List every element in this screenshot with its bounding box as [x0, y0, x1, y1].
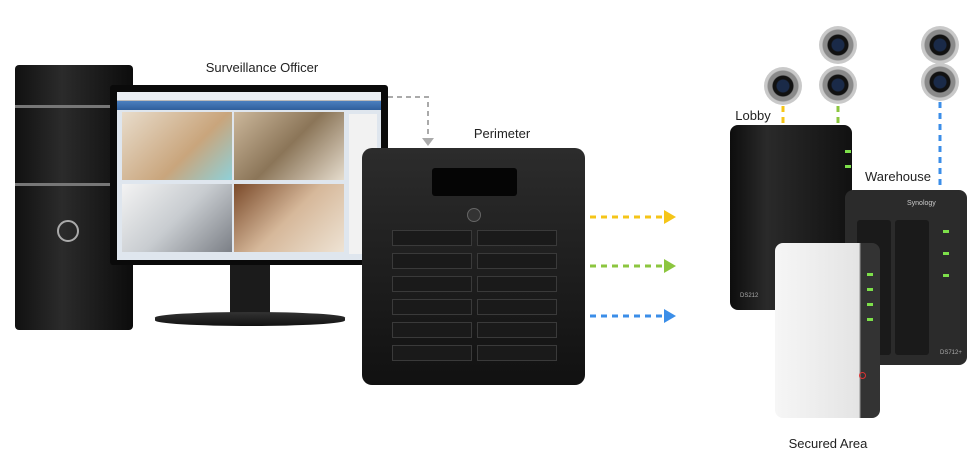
arrow-right-icon — [664, 210, 676, 224]
power-button-icon — [57, 220, 79, 242]
secured-area-nas — [775, 243, 880, 418]
monitor-base — [155, 312, 345, 326]
warehouse-label: Warehouse — [865, 169, 931, 184]
monitor-stand — [230, 265, 270, 315]
monitor — [110, 85, 388, 265]
warehouse-model-label: DS712+ — [940, 350, 962, 356]
drive-bay — [477, 230, 557, 246]
brand-label: Synology — [907, 200, 936, 207]
power-icon — [859, 372, 866, 379]
camera-feed — [234, 112, 344, 180]
drive-bay — [477, 322, 557, 338]
camera-icon — [921, 63, 959, 101]
arrow-right-icon — [664, 309, 676, 323]
secured-area-label: Secured Area — [788, 436, 868, 451]
camera-feed — [122, 112, 232, 180]
drive-bay — [477, 276, 557, 292]
drive-bay — [477, 345, 557, 361]
lock-icon — [467, 208, 481, 222]
drive-bay — [392, 276, 472, 292]
drive-bay — [392, 230, 472, 246]
drive-bay — [392, 322, 472, 338]
camera-icon — [921, 26, 959, 64]
officer-label: Surveillance Officer — [205, 60, 319, 75]
drive-bay — [392, 299, 472, 315]
camera-feed — [234, 184, 344, 252]
camera-icon — [819, 26, 857, 64]
lobby-label: Lobby — [735, 108, 771, 123]
perimeter-label: Perimeter — [473, 126, 531, 141]
arrow-right-icon — [664, 259, 676, 273]
monitor-to-nas-line — [388, 96, 429, 140]
camera-icon — [764, 67, 802, 105]
arrow-down-icon — [422, 138, 434, 146]
drive-bay — [477, 253, 557, 269]
drive-bay — [392, 345, 472, 361]
surveillance-station-screen — [117, 92, 381, 260]
perimeter-nas — [362, 148, 585, 385]
camera-feed — [122, 184, 232, 252]
status-panel — [432, 168, 517, 196]
camera-icon — [819, 66, 857, 104]
drive-bay — [392, 253, 472, 269]
drive-bay — [477, 299, 557, 315]
lobby-model-label: DS212 — [740, 293, 759, 299]
